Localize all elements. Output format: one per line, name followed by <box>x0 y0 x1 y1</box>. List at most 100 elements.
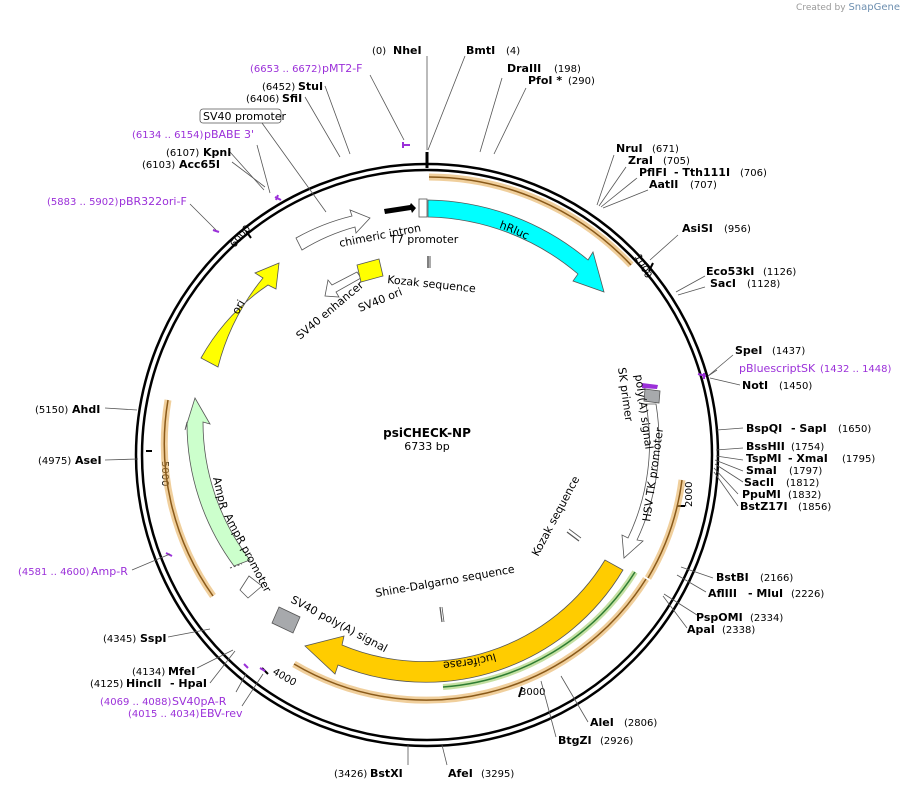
enzyme-saci[interactable]: SacI <box>710 277 736 290</box>
primer-range-sv40par: (4069 .. 4088) <box>100 697 172 708</box>
enzyme-pos-xmai: (1795) <box>842 454 875 465</box>
enzyme-btgzi[interactable]: BtgZI <box>558 734 592 747</box>
primer-pbabe3[interactable]: pBABE 3' <box>204 128 254 141</box>
enzyme-nhei[interactable]: NheI <box>393 44 422 57</box>
sv40-polya-box[interactable] <box>271 606 301 634</box>
chimeric-intron-arrow[interactable] <box>295 209 371 251</box>
enzyme-pos-nhei: (0) <box>372 46 386 57</box>
sv40-enhancer-arrow[interactable] <box>324 271 362 298</box>
enzyme-sfii[interactable]: SfiI <box>282 92 302 105</box>
shine-dalgarno-marker <box>439 606 443 623</box>
primer-pbluescriptsk[interactable]: pBluescriptSK <box>739 362 816 375</box>
enzyme-hincii[interactable]: HincII <box>126 677 162 690</box>
enzyme-asisi[interactable]: AsiSI <box>682 222 713 235</box>
sv40-promoter-label: SV40 promoter <box>203 110 287 123</box>
enzyme-bmti[interactable]: BmtI <box>466 44 495 57</box>
enzyme-nrui[interactable]: NruI <box>616 142 643 155</box>
kozak-label-2: Kozak sequence <box>529 474 582 559</box>
tick-label-4000: 4000 <box>271 667 299 689</box>
leader-lines <box>104 55 744 766</box>
enzyme-bstxi[interactable]: BstXI <box>370 767 403 780</box>
enzyme-apai[interactable]: ApaI <box>687 623 715 636</box>
enzyme-labels: (0) NheI BmtI (4) DraIII (198) PfoI * (2… <box>35 44 875 780</box>
enzyme-xmai[interactable]: - XmaI <box>788 452 828 465</box>
backbone-outer <box>134 162 720 748</box>
kozak-marker-2 <box>566 531 580 542</box>
enzyme-bstz17i[interactable]: BstZ17I <box>740 500 788 513</box>
enzyme-pos-bstxi: (3426) <box>334 769 367 780</box>
primer-sv40par[interactable]: SV40pA-R <box>172 695 227 708</box>
enzyme-asei[interactable]: AseI <box>75 454 102 467</box>
sv40-ori-box[interactable] <box>356 258 384 283</box>
enzyme-kpni[interactable]: KpnI <box>203 146 231 159</box>
enzyme-pspomi[interactable]: PspOMI <box>696 611 743 624</box>
enzyme-tth111i[interactable]: - Tth111I <box>674 166 730 179</box>
enzyme-bspqi[interactable]: BspQI <box>746 422 782 435</box>
enzyme-draiii[interactable]: DraIII <box>507 62 541 75</box>
enzyme-bsshii[interactable]: BssHII <box>746 440 785 453</box>
enzyme-alei[interactable]: AleI <box>590 716 614 729</box>
enzyme-pos-bstz17i: (1856) <box>798 502 831 513</box>
enzyme-mfei[interactable]: MfeI <box>168 665 195 678</box>
enzyme-aatii[interactable]: AatII <box>649 178 678 191</box>
sk-primer-mark[interactable] <box>642 383 658 389</box>
enzyme-pos-zrai: (705) <box>663 156 690 167</box>
enzyme-pos-stui: (6452) <box>262 82 295 93</box>
enzyme-tspmi[interactable]: TspMI <box>746 452 782 465</box>
enzyme-stui[interactable]: StuI <box>298 80 323 93</box>
primer-range-pbabe3: (6134 .. 6154) <box>132 130 204 141</box>
luciferase-arrow[interactable] <box>304 559 624 683</box>
plasmid-length: 6733 bp <box>404 440 449 453</box>
enzyme-ahdi[interactable]: AhdI <box>72 403 100 416</box>
enzyme-sspi[interactable]: SspI <box>140 632 166 645</box>
tick-label-2000: 2000 <box>684 482 695 507</box>
enzyme-pos-mfei: (4134) <box>132 667 165 678</box>
t7-promoter-arrow[interactable] <box>384 203 416 214</box>
enzyme-pos-mlui: (2226) <box>791 589 824 600</box>
enzyme-noti[interactable]: NotI <box>742 379 768 392</box>
enzyme-pflfi[interactable]: PflFI <box>639 166 667 179</box>
enzyme-pos-bsshii: (1754) <box>791 442 824 453</box>
enzyme-pos-sacii: (1812) <box>786 478 819 489</box>
enzyme-pos-pspomi: (2334) <box>750 613 783 624</box>
enzyme-bstbi[interactable]: BstBI <box>716 571 749 584</box>
enzyme-afliii[interactable]: AflIII <box>708 587 737 600</box>
hrluc-arrow[interactable] <box>427 199 605 293</box>
enzyme-pos-ppumi: (1832) <box>788 490 821 501</box>
polya-box[interactable] <box>643 388 661 404</box>
enzyme-acc65i[interactable]: Acc65I <box>179 158 220 171</box>
enzyme-pos-aatii: (707) <box>690 180 717 191</box>
enzyme-eco53ki[interactable]: Eco53kI <box>706 265 754 278</box>
enzyme-hpai[interactable]: - HpaI <box>170 677 207 690</box>
enzyme-pos-kpni: (6107) <box>166 148 199 159</box>
enzyme-smai[interactable]: SmaI <box>746 464 777 477</box>
enzyme-pos-btgzi: (2926) <box>600 736 633 747</box>
primer-pmt2f[interactable]: pMT2-F <box>322 62 363 75</box>
primer-ampr[interactable]: Amp-R <box>91 565 128 578</box>
enzyme-pos-sspi: (4345) <box>103 634 136 645</box>
enzyme-sapi[interactable]: - SapI <box>791 422 827 435</box>
primer-pbr322orif[interactable]: pBR322ori-F <box>119 195 187 208</box>
ampr-arrow[interactable] <box>184 397 251 567</box>
enzyme-pos-ahdi: (5150) <box>35 405 68 416</box>
ori-label: ori <box>229 298 247 317</box>
enzyme-pos-sfii: (6406) <box>246 94 279 105</box>
ampr-promoter-arrow[interactable] <box>239 575 263 599</box>
hsv-tk-promoter-arrow[interactable] <box>621 403 660 559</box>
enzyme-zrai[interactable]: ZraI <box>628 154 653 167</box>
primer-range-ebvrev: (4015 .. 4034) <box>128 709 200 720</box>
enzyme-pos-bstbi: (2166) <box>760 573 793 584</box>
primer-ebvrev[interactable]: EBV-rev <box>200 707 243 720</box>
credit-prefix: Created by <box>796 3 846 13</box>
enzyme-pos-draiii: (198) <box>554 64 581 75</box>
enzyme-ppumi[interactable]: PpuMI <box>742 488 781 501</box>
enzyme-spei[interactable]: SpeI <box>735 344 762 357</box>
enzyme-pos-pfoi: (290) <box>568 76 595 87</box>
ori-arrow[interactable] <box>200 262 280 368</box>
enzyme-pfoi[interactable]: PfoI * <box>528 74 562 87</box>
enzyme-pos-alei: (2806) <box>624 718 657 729</box>
primer-range-pbr322orif: (5883 .. 5902) <box>47 197 119 208</box>
enzyme-sacii[interactable]: SacII <box>744 476 774 489</box>
enzyme-afei[interactable]: AfeI <box>448 767 473 780</box>
enzyme-mlui[interactable]: - MluI <box>748 587 783 600</box>
